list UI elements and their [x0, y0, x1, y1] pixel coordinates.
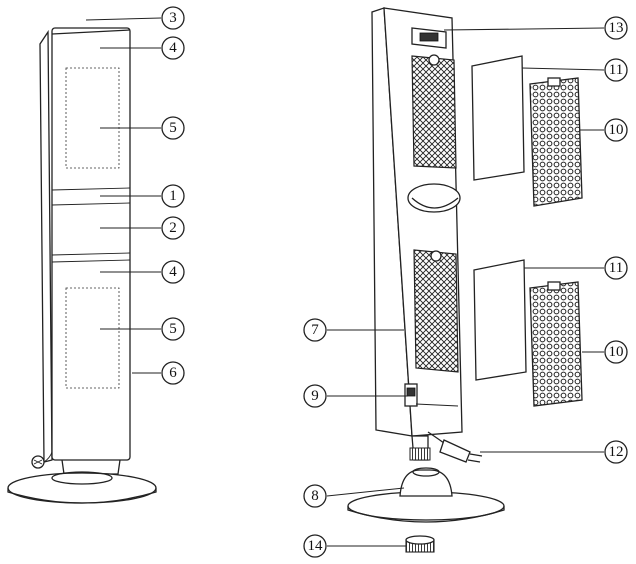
callout-9-label: 9	[311, 388, 319, 404]
callout-1: 1	[161, 184, 185, 208]
callout-5-top: 5	[161, 116, 185, 140]
callout-2: 2	[161, 216, 185, 240]
front-view-tower	[7, 27, 157, 504]
callout-8: 8	[303, 484, 327, 508]
callout-14: 14	[303, 534, 327, 558]
callout-7: 7	[303, 318, 327, 342]
callout-4-top-label: 4	[169, 40, 177, 56]
callout-3-label: 3	[169, 10, 177, 26]
callout-9: 9	[303, 384, 327, 408]
callout-11-bottom: 11	[604, 256, 628, 280]
callout-8-label: 8	[311, 488, 319, 504]
callout-2-label: 2	[169, 220, 177, 236]
callout-6: 6	[161, 361, 185, 385]
callout-11-bottom-label: 11	[609, 260, 623, 276]
callout-13-label: 13	[609, 20, 624, 36]
callout-6-label: 6	[169, 365, 177, 381]
callout-1-label: 1	[169, 188, 177, 204]
callout-7-label: 7	[311, 322, 319, 338]
callout-3: 3	[161, 6, 185, 30]
callout-10-bottom: 10	[604, 340, 628, 364]
callout-4-mid: 4	[161, 260, 185, 284]
callout-11-top-label: 11	[609, 62, 623, 78]
callout-10-bottom-label: 10	[609, 344, 624, 360]
callout-12: 12	[604, 440, 628, 464]
callout-14-label: 14	[308, 538, 324, 554]
callout-11-top: 11	[604, 58, 628, 82]
callout-10-top: 10	[604, 118, 628, 142]
callout-5-top-label: 5	[169, 120, 177, 136]
rear-view-tower	[347, 7, 505, 553]
callout-13: 13	[604, 16, 628, 40]
callout-5-bottom: 5	[161, 317, 185, 341]
leader-lines	[85, 17, 605, 547]
callout-4-top: 4	[161, 36, 185, 60]
callout-12-label: 12	[609, 444, 624, 460]
callout-5-bottom-label: 5	[169, 321, 177, 337]
callout-4-mid-label: 4	[169, 264, 177, 280]
callout-10-top-label: 10	[609, 122, 624, 138]
filter-pads	[471, 55, 583, 407]
